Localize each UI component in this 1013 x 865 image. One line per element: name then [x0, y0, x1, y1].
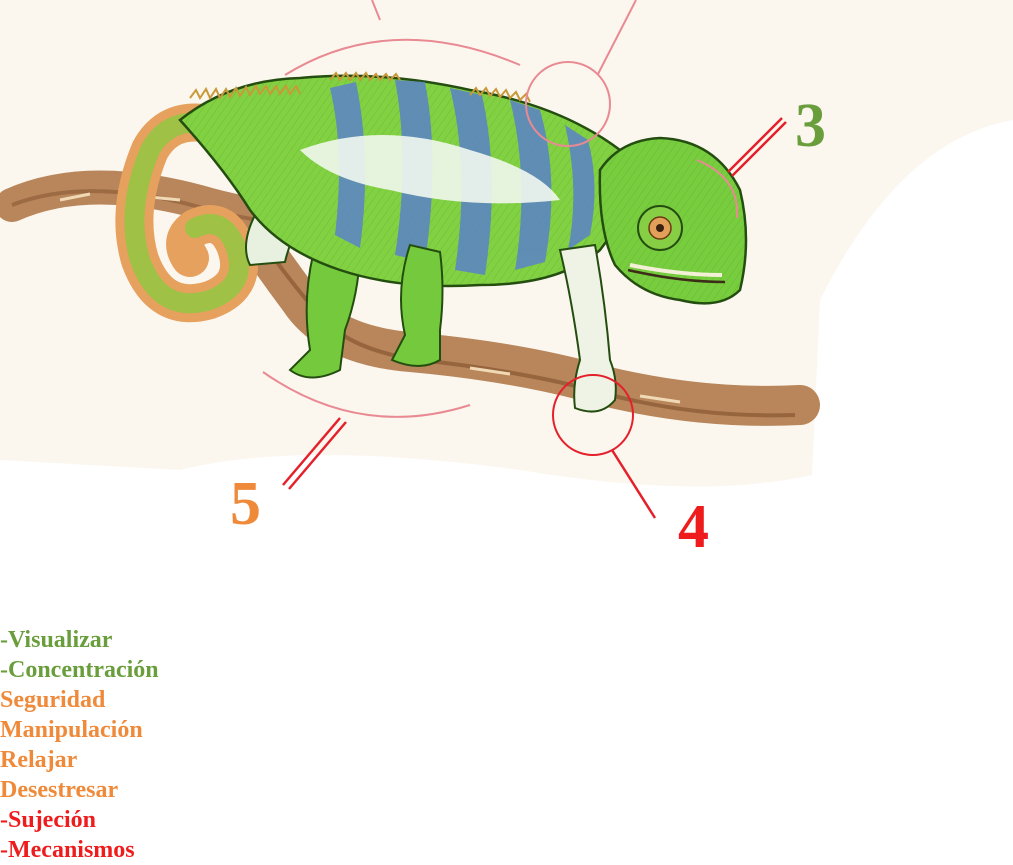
callout-3-item-concentracion: -Concentración: [0, 655, 1013, 685]
callout-4-item-sujecion: -Sujeción: [0, 805, 1013, 835]
callout-5-item-desestresar: Desestresar: [0, 775, 1013, 805]
callout-5-item-manipulacion: Manipulación: [0, 715, 1013, 745]
callout-number-5: 5: [230, 473, 261, 535]
callout-number-3: 3: [795, 95, 826, 157]
callout-5-item-seguridad: Seguridad: [0, 685, 1013, 715]
callout-3-item-visualizar: -Visualizar: [0, 625, 1013, 655]
diagram-canvas: 3 -Visualizar -Concentración 5 Seguridad…: [0, 0, 1013, 620]
callout-number-4: 4: [678, 496, 709, 558]
callout-group-4: -Sujeción -Mecanismos: [0, 805, 1013, 865]
callout-4-item-mecanismos: -Mecanismos: [0, 835, 1013, 865]
chameleon-illustration: [0, 0, 1013, 620]
callout-group-3: -Visualizar -Concentración: [0, 625, 1013, 685]
callout-5-item-relajar: Relajar: [0, 745, 1013, 775]
callout-group-5: Seguridad Manipulación Relajar Desestres…: [0, 685, 1013, 805]
